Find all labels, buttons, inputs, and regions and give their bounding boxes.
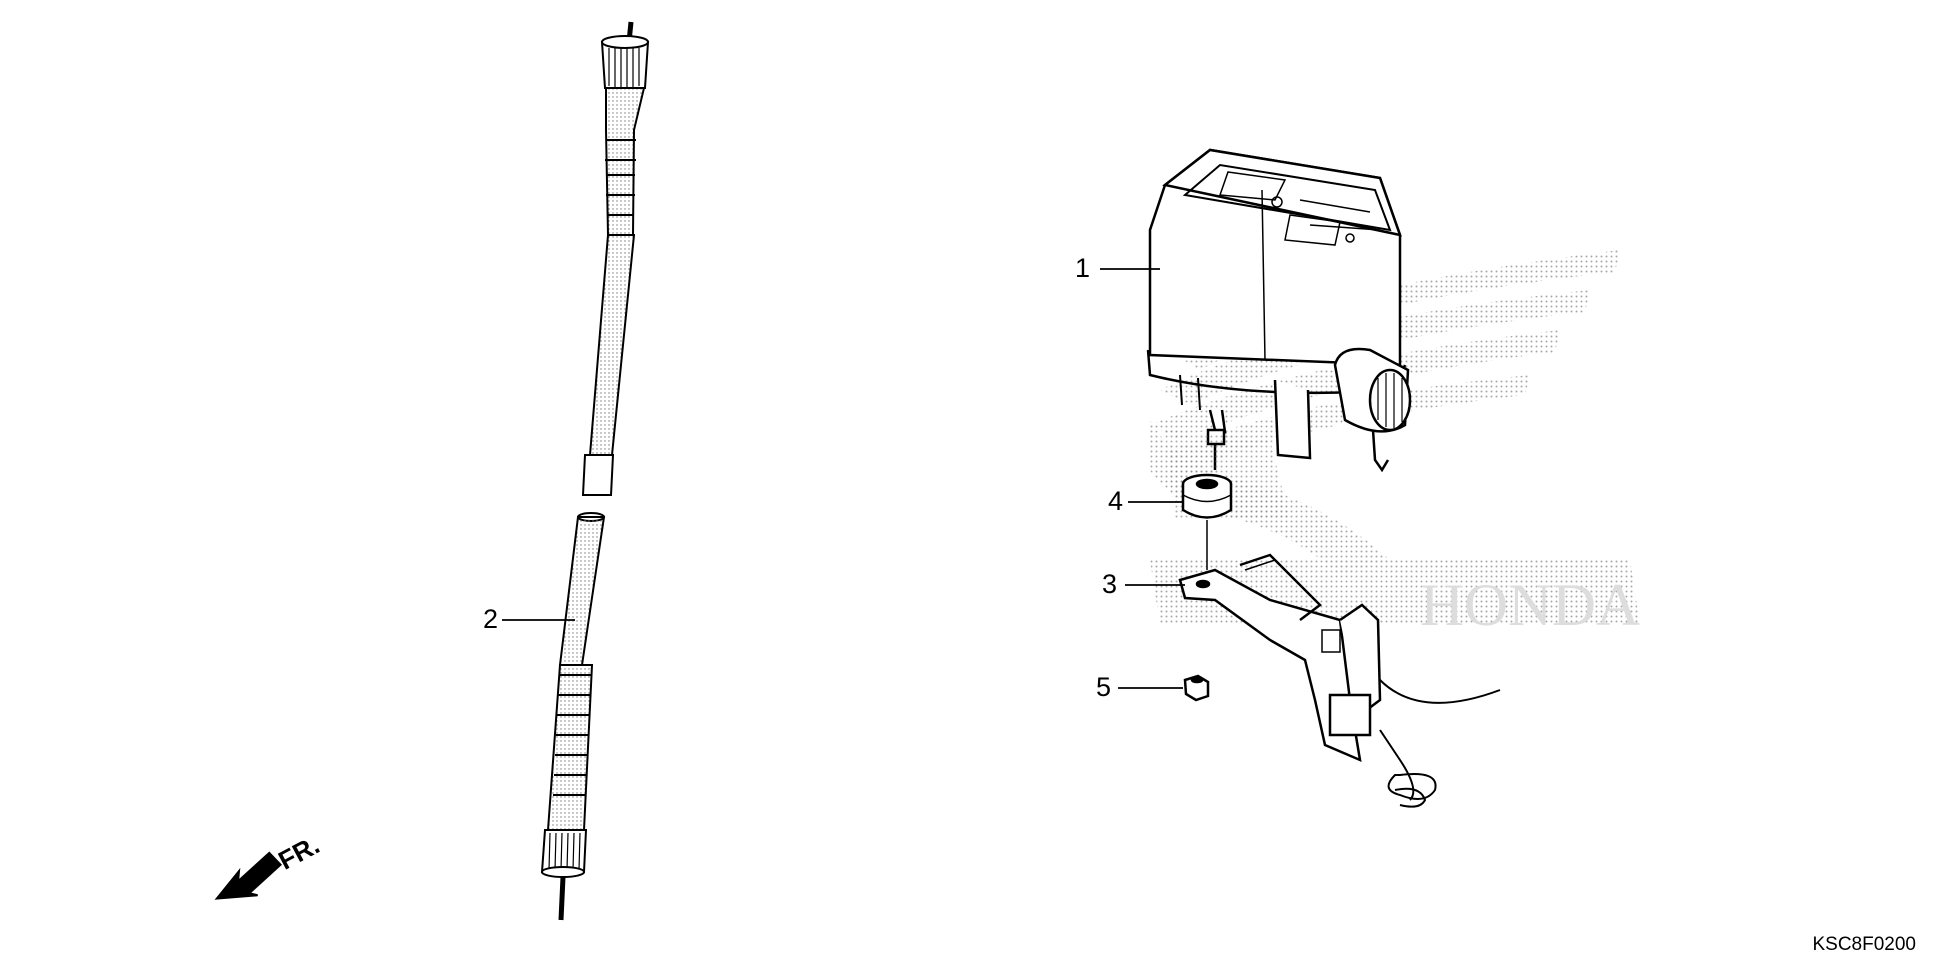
honda-watermark-text: HONDA: [1420, 572, 1640, 638]
meter-assembly: [1146, 148, 1412, 473]
callout-3: 3: [1102, 569, 1118, 599]
callout-1: 1: [1075, 253, 1091, 283]
rubber-mount: [1181, 473, 1233, 570]
front-direction-label: FR.: [273, 829, 324, 875]
meter-bracket: [1178, 553, 1501, 808]
diagram-code: KSC8F0200: [1812, 934, 1916, 955]
callout-5: 5: [1096, 672, 1112, 702]
speedometer-cable: [540, 21, 650, 921]
callout-2: 2: [483, 604, 499, 634]
leader-lines: [502, 268, 1185, 689]
nut: [1183, 674, 1210, 702]
front-arrow-icon: FR.: [214, 829, 324, 900]
svg-text:HONDA: HONDA: [1420, 572, 1640, 638]
callout-4: 4: [1108, 486, 1124, 516]
